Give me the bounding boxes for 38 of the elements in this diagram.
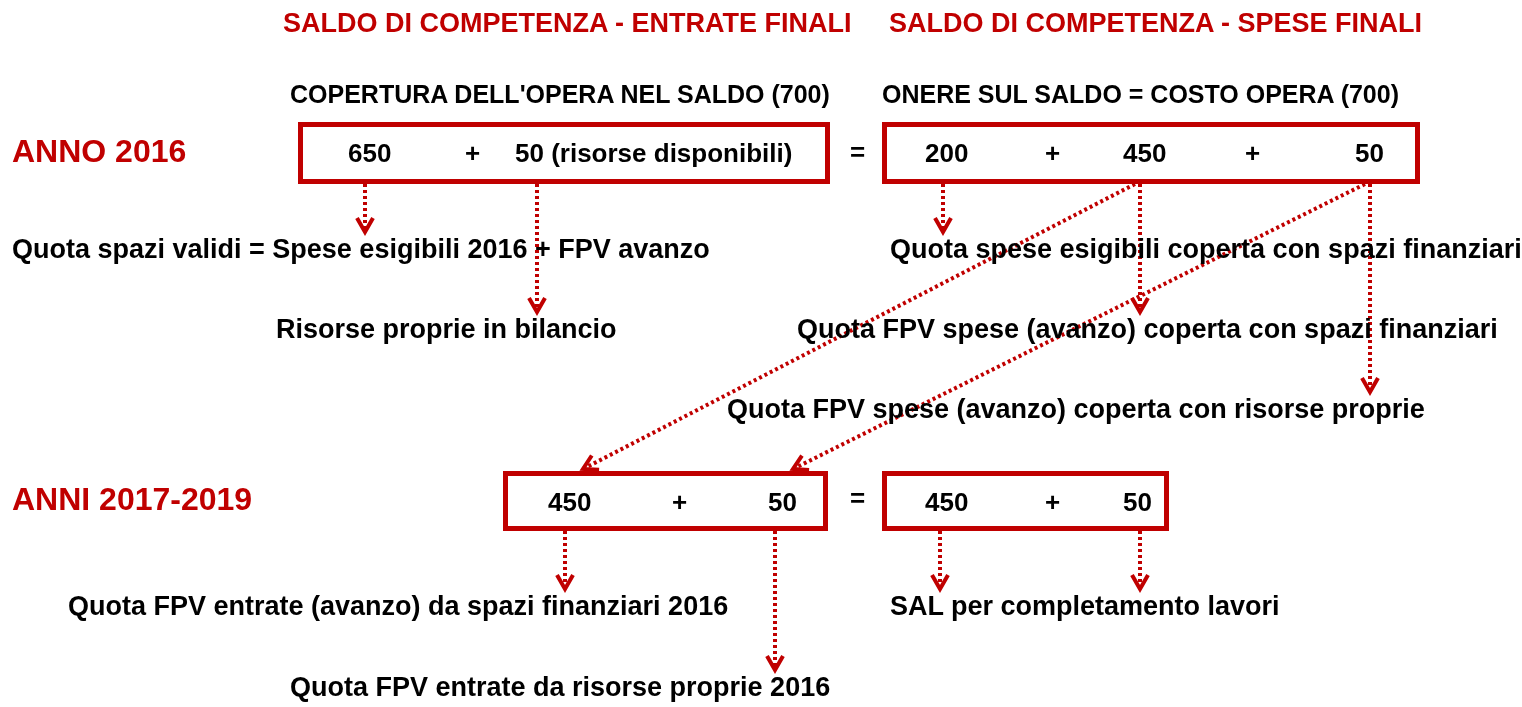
dotted-arrow xyxy=(930,531,950,591)
dotted-arrow xyxy=(355,184,375,234)
dotted-arrow xyxy=(765,531,785,672)
year-label: ANNO 2016 xyxy=(12,133,187,169)
plus-sign: + xyxy=(1245,138,1261,168)
year-label: ANNI 2017-2019 xyxy=(12,481,253,517)
equals-sign: = xyxy=(850,137,866,167)
dotted-arrow xyxy=(555,531,575,591)
description-text: Quota spazi validi = Spese esigibili 2016 + FPV avanzo xyxy=(12,234,710,265)
amount: 450 xyxy=(1123,138,1167,168)
plus-sign: + xyxy=(672,487,688,517)
amount: 50 xyxy=(1123,487,1152,517)
amount: 50 (risorse disponibili) xyxy=(515,138,793,168)
equals-sign: = xyxy=(850,483,866,513)
description-text: Quota FPV entrate da risorse proprie 2016 xyxy=(290,672,831,703)
amount: 450 xyxy=(925,487,969,517)
plus-sign: + xyxy=(1045,487,1061,517)
dotted-arrow xyxy=(933,184,953,234)
dotted-arrow xyxy=(1130,184,1150,314)
amount: 50 xyxy=(1355,138,1384,168)
description-text: Risorse proprie in bilancio xyxy=(276,314,617,345)
amount: 200 xyxy=(925,138,969,168)
dotted-arrow xyxy=(527,184,547,314)
description-text: Quota FPV entrate (avanzo) da spazi finanziari 2016 xyxy=(68,591,729,622)
plus-sign: + xyxy=(465,138,481,168)
description-text: SAL per completamento lavori xyxy=(890,591,1280,622)
amount: 650 xyxy=(348,138,392,168)
amount: 50 xyxy=(768,487,797,517)
box-heading: COPERTURA DELL'OPERA NEL SALDO (700) xyxy=(290,80,830,109)
dotted-arrow xyxy=(1130,531,1150,591)
section-heading: SALDO DI COMPETENZA - SPESE FINALI xyxy=(889,8,1423,39)
amount: 450 xyxy=(548,487,592,517)
plus-sign: + xyxy=(1045,138,1061,168)
dotted-arrow xyxy=(1360,184,1380,394)
section-heading: SALDO DI COMPETENZA - ENTRATE FINALI xyxy=(283,8,852,39)
dotted-arrow xyxy=(581,182,1136,472)
dotted-arrow xyxy=(791,182,1366,472)
box-heading: ONERE SUL SALDO = COSTO OPERA (700) xyxy=(882,80,1399,109)
